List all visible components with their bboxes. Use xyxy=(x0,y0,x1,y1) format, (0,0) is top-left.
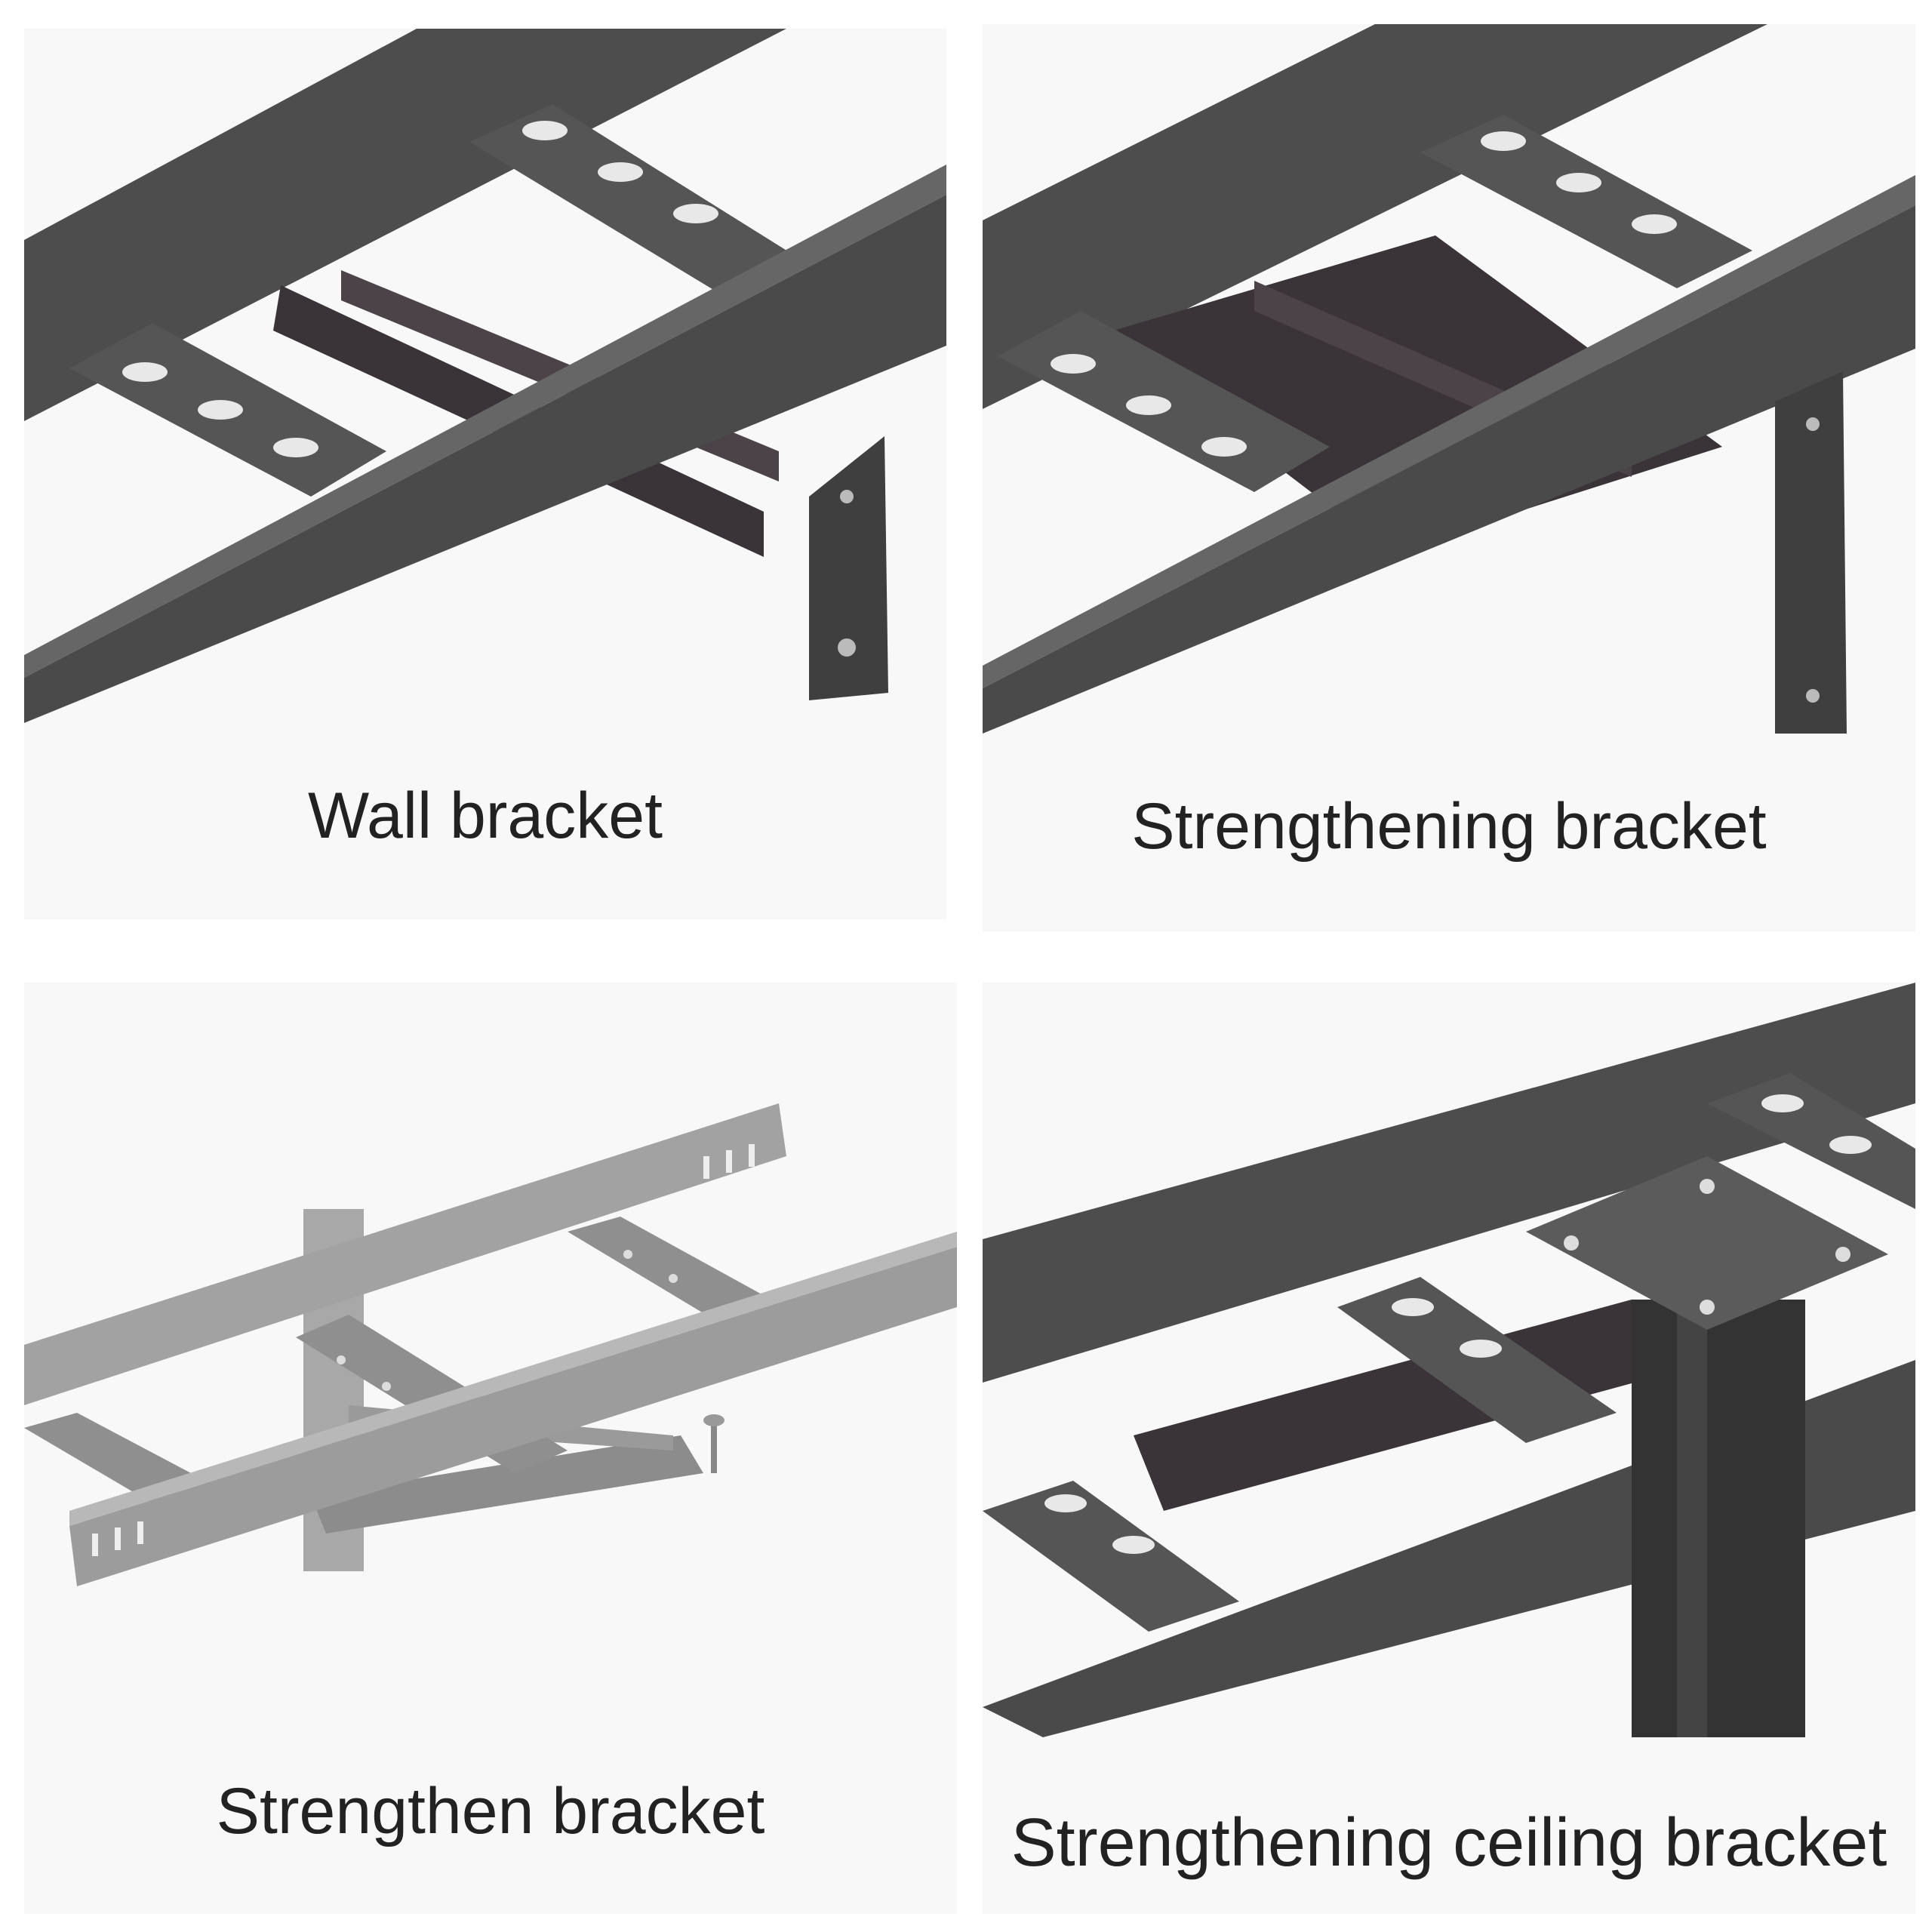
product-caption: Strengthening bracket xyxy=(1131,790,1767,863)
strengthening-bracket-illustration xyxy=(983,24,1915,734)
product-caption: Wall bracket xyxy=(308,780,663,852)
product-card-wall-bracket[interactable]: Wall bracket xyxy=(24,29,946,919)
product-caption: Strengthen bracket xyxy=(216,1775,765,1847)
wall-bracket-illustration xyxy=(24,29,946,723)
product-card-strengthening-ceiling-bracket[interactable]: Strengthening ceiling bracket xyxy=(983,983,1915,1914)
product-card-strengthening-bracket[interactable]: Strengthening bracket xyxy=(983,24,1915,931)
strengthen-bracket-illustration xyxy=(24,1103,957,1586)
strengthening-ceiling-bracket-illustration xyxy=(983,983,1915,1737)
product-card-strengthen-bracket[interactable]: Strengthen bracket xyxy=(24,983,957,1914)
product-caption: Strengthening ceiling bracket xyxy=(1011,1805,1887,1881)
